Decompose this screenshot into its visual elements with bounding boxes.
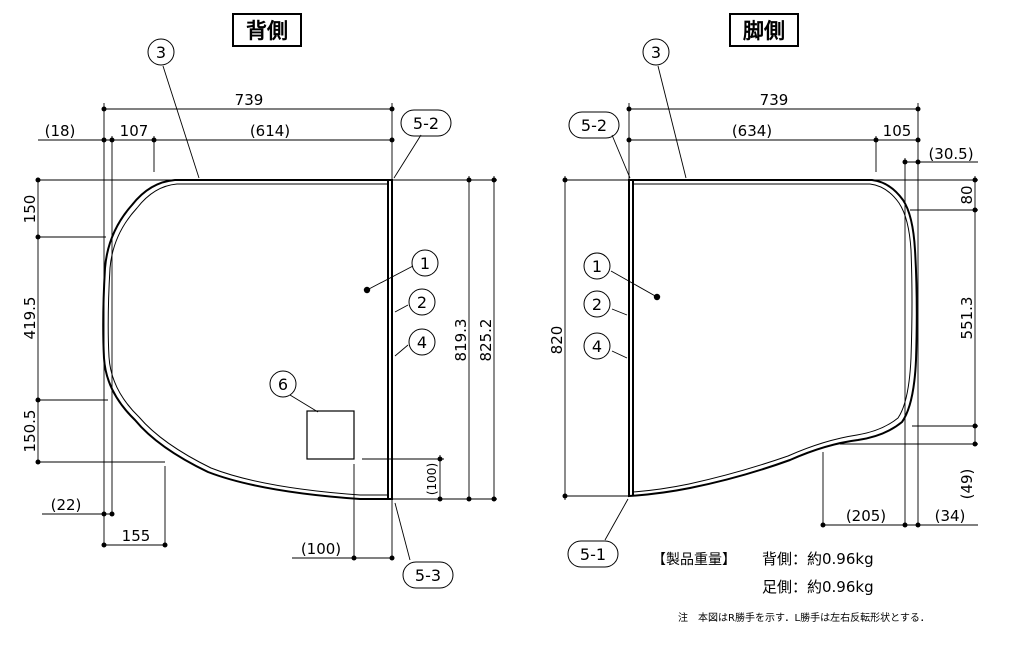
callout-5-3: 5-3 [415, 566, 441, 585]
lid-outline-foot-inner [632, 183, 913, 493]
right-callouts: 3 5-2 1 2 4 5-1 [567, 38, 670, 568]
callout-5-3-box [402, 561, 454, 589]
callout-4: 4 [417, 333, 427, 352]
dim-34: (34) [935, 507, 966, 525]
callout-5-1-box [567, 540, 619, 568]
lid-outline-back [102, 179, 393, 500]
callout-5-2-foot: 5-2 [581, 116, 607, 135]
callout-4-circle [408, 328, 436, 356]
dim-100-vertical: (100) [425, 463, 439, 495]
callout-4-circle-foot [583, 332, 611, 360]
callout-2: 2 [417, 293, 427, 312]
left-dim-text: 739 (18) 107 (614) 150 419.5 150.5 819.3… [21, 91, 495, 558]
title-back: 背側 [246, 19, 288, 43]
left-panel: 背側 [21, 13, 497, 589]
dim-739-back: 739 [235, 91, 264, 109]
right-panel: 脚側 [548, 13, 978, 568]
dim-18: (18) [45, 122, 76, 140]
callout-2-circle-foot [583, 290, 611, 318]
dim-80: 80 [958, 185, 976, 204]
callout-5-1: 5-1 [580, 545, 606, 564]
dim-634: (634) [732, 122, 772, 140]
callout-6: 6 [278, 375, 288, 394]
weight-back: 背側：約0.96kg [762, 550, 874, 568]
callout-1: 1 [420, 254, 430, 273]
dim-820: 820 [548, 326, 566, 355]
dim-819-3: 819.3 [452, 319, 470, 362]
dim-825-2: 825.2 [477, 319, 495, 362]
callout-5-2-box [400, 109, 452, 137]
dim-614: (614) [250, 122, 290, 140]
right-dim-dots [562, 106, 978, 528]
left-dim-dots [35, 106, 497, 561]
handle-square [306, 410, 355, 460]
callout-2-circle [408, 288, 436, 316]
dim-551-3: 551.3 [958, 297, 976, 340]
left-callouts: 3 5-2 1 2 4 6 5-3 [147, 38, 454, 589]
note-text: 注 本図はR勝手を示す．L勝手は左右反転形状とする． [678, 611, 930, 624]
callout-3: 3 [156, 43, 166, 62]
dim-100-horizontal: (100) [301, 540, 341, 558]
callout-6-circle [269, 370, 297, 398]
callout-1-circle-foot [583, 252, 611, 280]
dim-49: (49) [958, 469, 976, 500]
right-leaders [604, 65, 687, 541]
dim-150-5: 150.5 [21, 410, 39, 453]
dim-155: 155 [122, 527, 151, 545]
title-box-foot [729, 13, 799, 47]
dim-105: 105 [883, 122, 912, 140]
callout-3-circle-foot [642, 38, 670, 66]
weight-foot: 足側：約0.96kg [762, 578, 874, 596]
dim-22: (22) [51, 496, 82, 514]
lid-outline-back-inner [107, 183, 388, 496]
lid-outline-foot [628, 179, 918, 498]
right-dim-text: 739 (634) 105 (30.5) 80 551.3 820 (49) (… [548, 91, 976, 525]
callout-4-foot: 4 [592, 337, 602, 356]
callout-5-2-box-foot [568, 111, 620, 139]
weight-block: 【製品重量】 背側：約0.96kg 足側：約0.96kg 注 本図はR勝手を示す… [652, 550, 930, 624]
dim-150: 150 [21, 195, 39, 224]
title-foot: 脚側 [743, 19, 785, 43]
callout-5-2: 5-2 [413, 114, 439, 133]
dim-739-foot: 739 [760, 91, 789, 109]
dim-30-5: (30.5) [928, 145, 973, 163]
callout-1-circle [411, 249, 439, 277]
dim-419-5: 419.5 [21, 297, 39, 340]
weight-label: 【製品重量】 [652, 552, 736, 568]
callout-1-foot: 1 [592, 257, 602, 276]
left-leaders [162, 65, 422, 561]
callout-3-circle [147, 38, 175, 66]
callout-3-foot: 3 [651, 43, 661, 62]
title-box-back [232, 13, 302, 47]
callout-2-foot: 2 [592, 295, 602, 314]
dim-205: (205) [846, 507, 886, 525]
dim-107: 107 [120, 122, 149, 140]
left-dim-lines [37, 103, 497, 560]
